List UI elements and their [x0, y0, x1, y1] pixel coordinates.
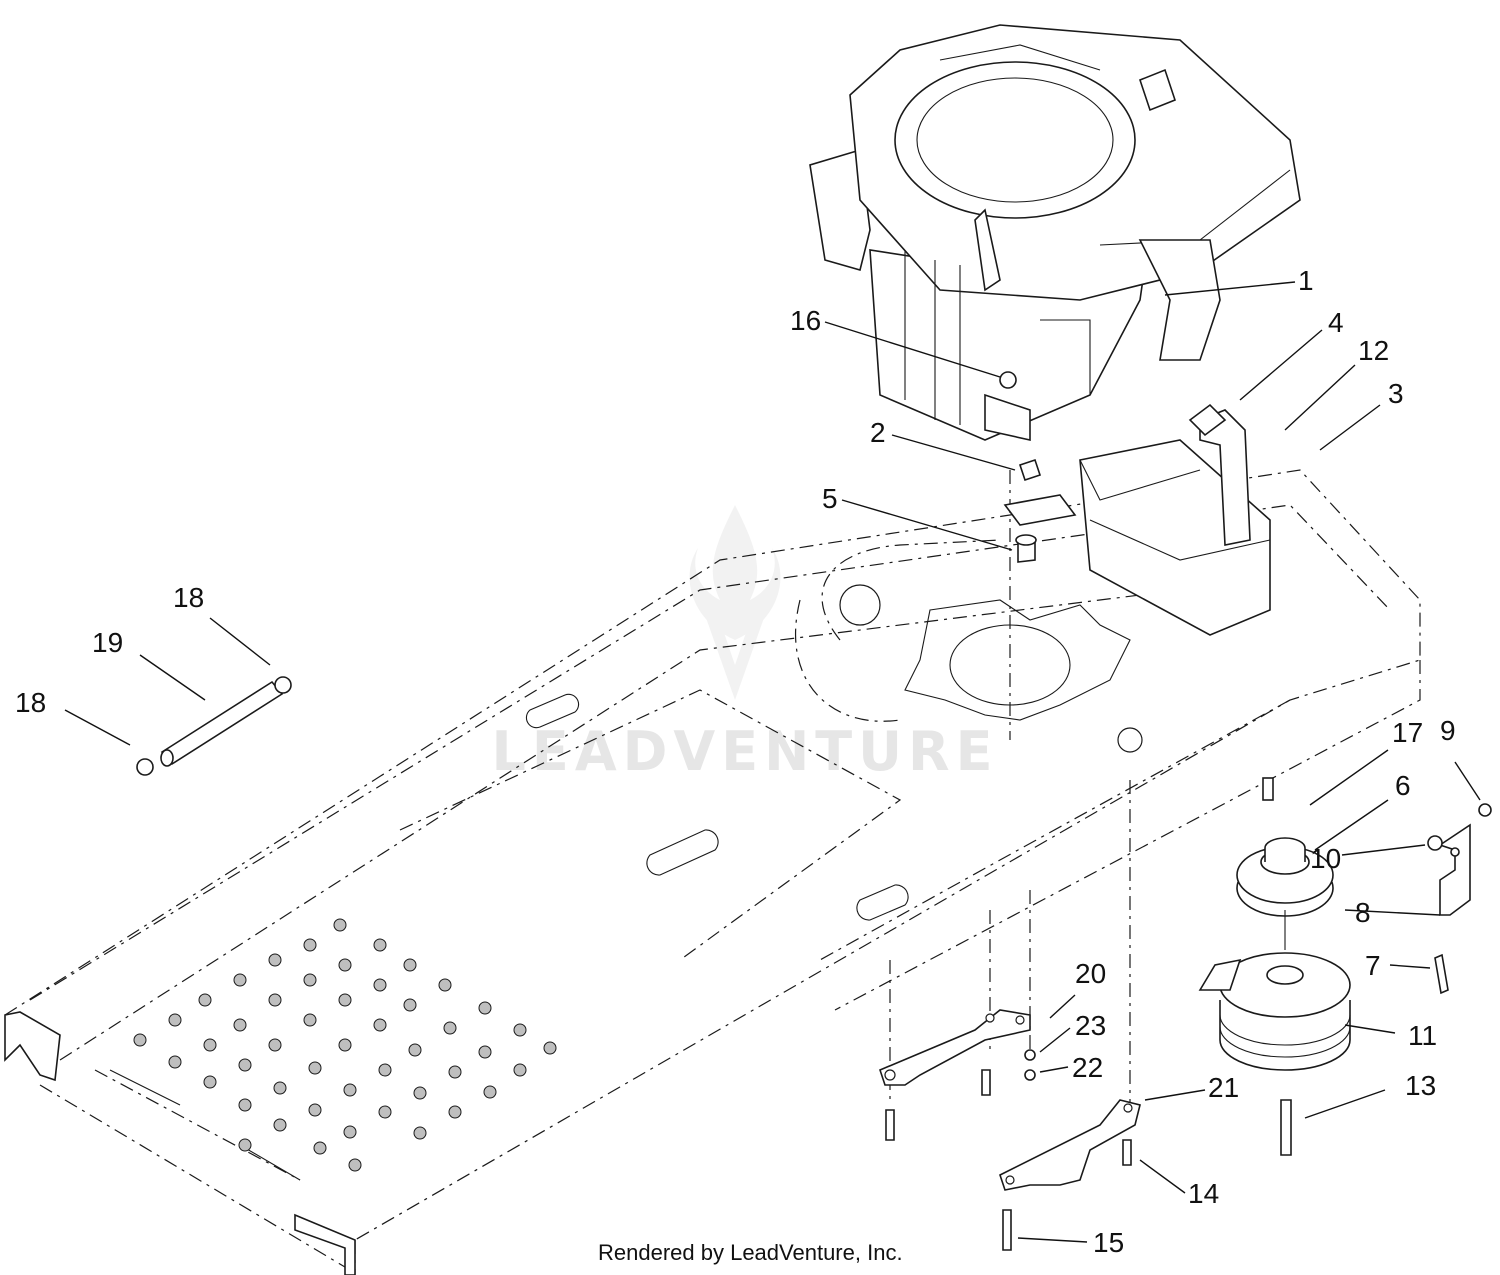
callout-17: 17 — [1392, 717, 1423, 748]
mount-straps — [879, 1009, 1292, 1251]
callout-7: 7 — [1365, 950, 1381, 981]
callout-21: 21 — [1208, 1072, 1239, 1103]
callout-20: 20 — [1075, 958, 1106, 989]
callout-19: 19 — [92, 627, 123, 658]
mower-frame — [4, 469, 1421, 1275]
callout-18-top: 18 — [173, 582, 204, 613]
callout-5: 5 — [822, 483, 838, 514]
callout-6: 6 — [1395, 770, 1411, 801]
watermark-logo — [689, 505, 781, 700]
callout-16: 16 — [790, 305, 821, 336]
fuel-line-assembly — [136, 676, 292, 776]
callout-9: 9 — [1440, 715, 1456, 746]
callout-18-left: 18 — [15, 687, 46, 718]
callout-22: 22 — [1072, 1052, 1103, 1083]
callout-13: 13 — [1405, 1070, 1436, 1101]
footrest-dimples — [133, 918, 557, 1172]
clutch-bracket — [1427, 803, 1492, 995]
leader-lines — [64, 281, 1481, 1243]
callout-10: 10 — [1310, 843, 1341, 874]
callout-4: 4 — [1328, 307, 1344, 338]
callouts: 1 16 4 12 3 2 5 18 19 18 17 9 6 10 8 7 2… — [15, 265, 1456, 1258]
callout-3: 3 — [1388, 378, 1404, 409]
callout-23: 23 — [1075, 1010, 1106, 1041]
callout-12: 12 — [1358, 335, 1389, 366]
callout-15: 15 — [1093, 1227, 1124, 1258]
callout-14: 14 — [1188, 1178, 1219, 1209]
engine — [809, 24, 1301, 441]
callout-8: 8 — [1355, 897, 1371, 928]
engine-mount — [1003, 458, 1077, 563]
callout-2: 2 — [870, 417, 886, 448]
callout-1: 1 — [1298, 265, 1314, 296]
pulley-clutch — [1198, 777, 1351, 1071]
footer-credit: Rendered by LeadVenture, Inc. — [598, 1240, 903, 1265]
muffler — [1079, 403, 1271, 636]
callout-11: 11 — [1408, 1020, 1437, 1051]
